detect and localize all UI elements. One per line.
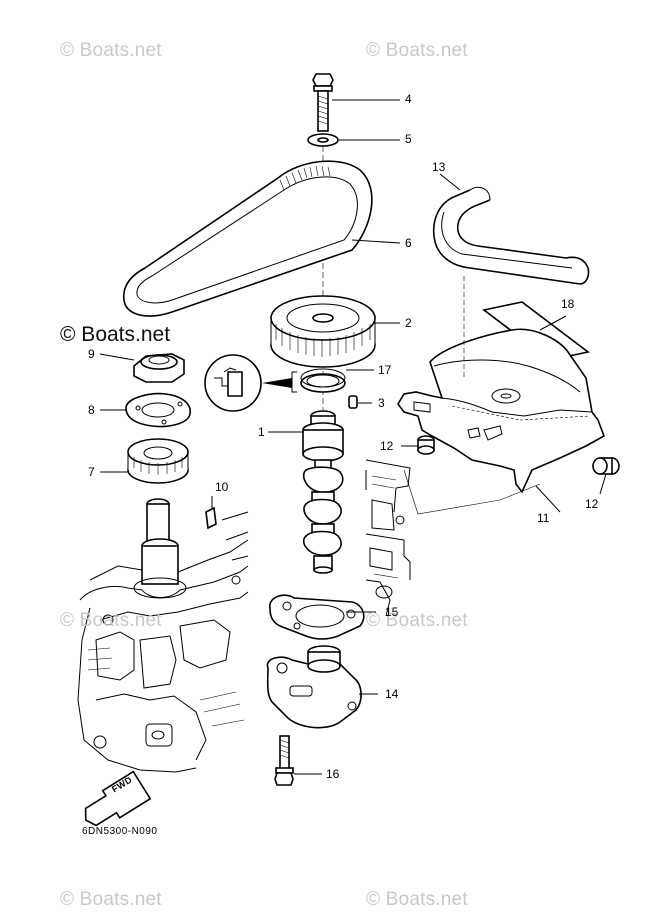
part-7-drive-sprocket [100, 438, 189, 484]
part-2-cam-sprocket [270, 295, 400, 368]
callout-12-left: 12 [380, 439, 394, 453]
part-1-camshaft [268, 410, 344, 574]
part-17-oil-seal [262, 368, 374, 393]
part-12-grommet-right [592, 457, 620, 495]
callout-1: 1 [258, 425, 265, 439]
callout-18: 18 [561, 297, 575, 311]
watermark-top-right: © Boats.net [366, 40, 468, 61]
part-16-bolt [274, 735, 322, 786]
part-15-gasket [269, 594, 376, 640]
callout-14: 14 [385, 687, 399, 701]
part-9-nut [99, 353, 185, 383]
callout-7: 7 [88, 465, 95, 479]
callout-9: 9 [88, 347, 95, 361]
watermark-mid-right: © Boats.net [366, 610, 468, 631]
watermark-bottom-right: © Boats.net [366, 889, 468, 910]
seal-detail-bubble [204, 354, 262, 412]
part-4-bolt [312, 73, 400, 132]
callout-8: 8 [88, 403, 95, 417]
part-3-dowel-pin [348, 395, 372, 409]
callout-11: 11 [537, 511, 550, 525]
part-14-oil-pump [266, 645, 378, 729]
crankshaft-engine-block [77, 498, 249, 773]
part-5-washer [307, 133, 400, 147]
callout-3: 3 [378, 396, 385, 410]
part-11-cover [397, 276, 605, 515]
part-8-plate [100, 392, 191, 428]
callout-16: 16 [326, 767, 340, 781]
drawing-code: 6DN5300-N090 [82, 826, 158, 837]
callout-2: 2 [405, 316, 412, 330]
callout-13: 13 [432, 160, 446, 174]
part-6-timing-belt [122, 160, 401, 317]
callout-12-right: 12 [585, 497, 599, 511]
watermark-mid-left: © Boats.net [60, 610, 162, 631]
callout-6: 6 [405, 236, 412, 250]
fwd-arrow [84, 770, 152, 827]
watermark-bottom-left: © Boats.net [60, 889, 162, 910]
watermark-top-left: © Boats.net [60, 40, 162, 61]
part-12-grommet-left [401, 435, 435, 455]
callout-5: 5 [405, 132, 412, 146]
part-13-hose [432, 173, 590, 285]
callout-4: 4 [405, 92, 412, 106]
callout-10: 10 [215, 480, 229, 494]
engine-block-right [365, 459, 411, 617]
callout-17: 17 [378, 363, 392, 377]
callout-15: 15 [385, 605, 399, 619]
part-10-key [205, 496, 217, 530]
watermark-mid-left-bold: © Boats.net [60, 323, 171, 346]
